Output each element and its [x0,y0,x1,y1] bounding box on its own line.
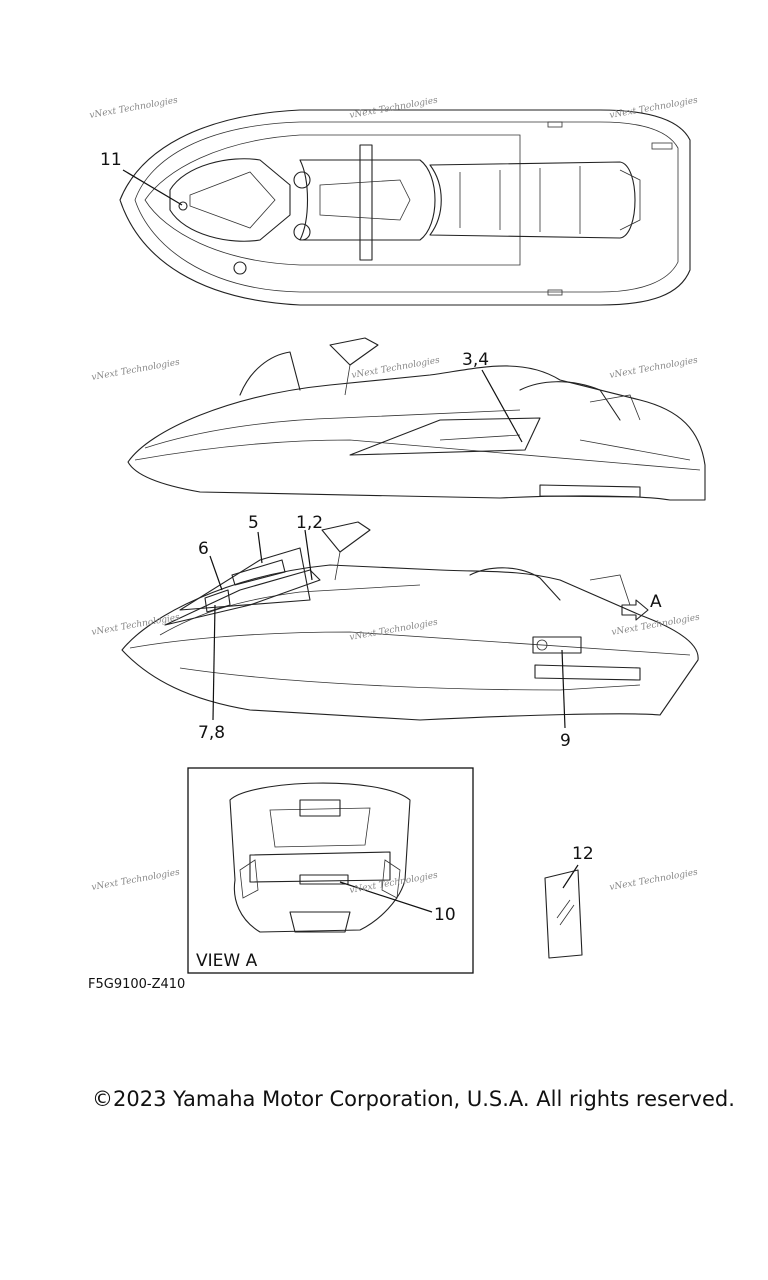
side-view-right-watercraft [121,521,699,721]
side-view-left-watercraft [127,337,706,501]
copyright-notice: ©2023 Yamaha Motor Corporation, U.S.A. A… [92,1087,735,1111]
svg-text:vNext Technologies: vNext Technologies [91,613,181,638]
callout-a: A [650,592,662,612]
callout-9: 9 [560,731,571,751]
callout-labels: 11 3,4 5 1,2 6 A 7,8 9 12 10 VIEW A [100,150,662,971]
callout-5: 5 [248,513,259,533]
view-a-label: VIEW A [196,951,258,971]
svg-text:vNext Technologies: vNext Technologies [609,356,699,381]
callout-7-8: 7,8 [198,723,225,743]
svg-text:vNext Technologies: vNext Technologies [349,618,439,643]
leader-lines [122,169,579,913]
svg-text:vNext Technologies: vNext Technologies [349,96,439,121]
svg-text:vNext Technologies: vNext Technologies [91,868,181,893]
view-a-box [187,767,474,974]
diagram-code: F5G9100-Z410 [88,977,186,992]
svg-text:vNext Technologies: vNext Technologies [349,871,439,896]
callout-12: 12 [572,844,594,864]
callout-10: 10 [434,905,456,925]
callout-1-2: 1,2 [296,513,323,533]
svg-text:vNext Technologies: vNext Technologies [609,868,699,893]
svg-text:vNext Technologies: vNext Technologies [351,356,441,381]
top-view-watercraft [119,109,691,306]
svg-text:vNext Technologies: vNext Technologies [91,358,181,383]
callout-3-4: 3,4 [462,350,489,370]
svg-text:vNext Technologies: vNext Technologies [89,96,179,121]
svg-text:vNext Technologies: vNext Technologies [609,96,699,121]
callout-6: 6 [198,539,209,559]
owners-manual-bag [544,869,583,959]
callout-11: 11 [100,150,122,170]
svg-text:vNext Technologies: vNext Technologies [611,613,701,638]
